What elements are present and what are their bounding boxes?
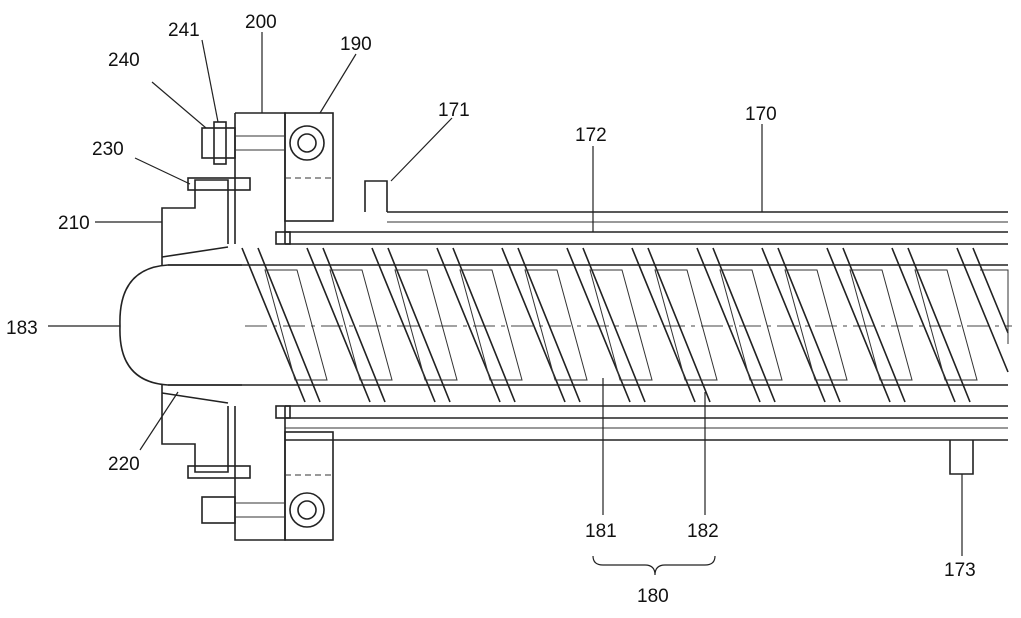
label-210: 210: [58, 213, 90, 234]
end-flange-assembly: [161, 112, 334, 541]
label-173: 173: [944, 560, 976, 581]
label-181: 181: [585, 521, 617, 542]
label-220: 220: [108, 454, 140, 475]
label-172: 172: [575, 125, 607, 146]
label-171: 171: [438, 100, 470, 121]
reference-numerals: 170 171 172 173 180 181 182 183 190 200 …: [6, 12, 976, 607]
label-170: 170: [745, 104, 777, 125]
leader-lines: [48, 32, 963, 576]
label-241: 241: [168, 20, 200, 41]
label-200: 200: [245, 12, 277, 33]
label-240: 240: [108, 50, 140, 71]
helical-flights: [241, 247, 1009, 403]
label-190: 190: [340, 34, 372, 55]
label-180: 180: [637, 586, 669, 607]
label-230: 230: [92, 139, 124, 160]
barrel-housing: [285, 180, 1008, 475]
label-182: 182: [687, 521, 719, 542]
label-183: 183: [6, 318, 38, 339]
